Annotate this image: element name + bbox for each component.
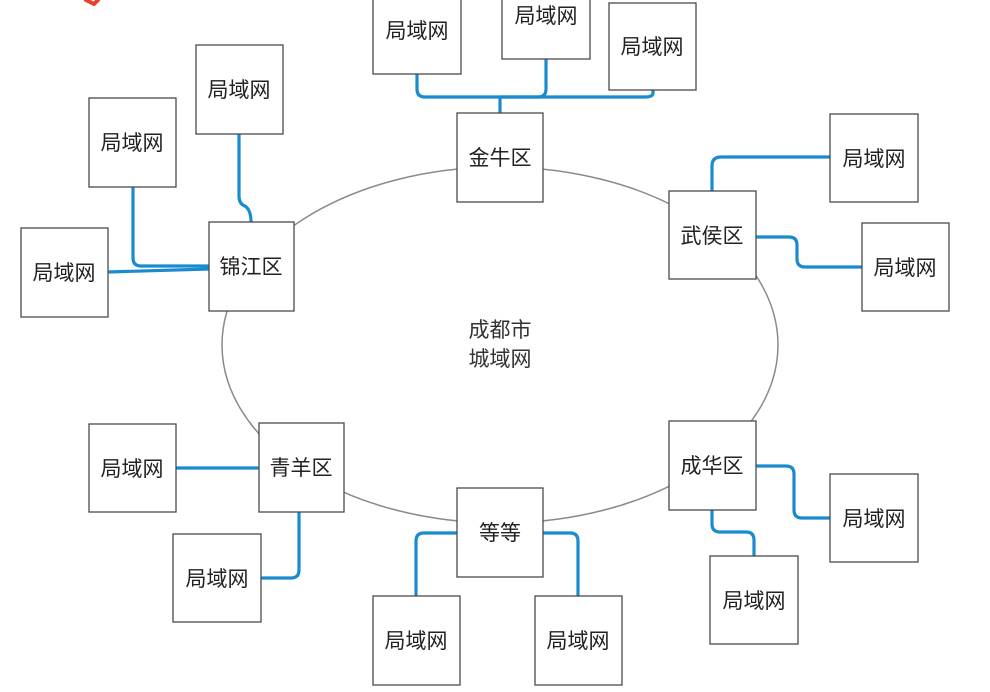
link-chenghua-lan-2: [710, 508, 756, 558]
center-label-line1: 成都市: [469, 318, 532, 342]
lan-qingyang-2: 局域网: [172, 533, 262, 623]
link-others-lan-2: [541, 531, 580, 598]
link-jinjiang-lan-1: [237, 132, 253, 224]
svg-text:局域网: 局域网: [186, 567, 249, 591]
district-jinjiang-label: 锦江区: [220, 255, 283, 279]
lan-chenghua-1: 局域网: [829, 473, 919, 563]
lan-wuhou-2: 局域网: [861, 222, 950, 312]
svg-text:局域网: 局域网: [547, 629, 610, 653]
svg-text:局域网: 局域网: [843, 507, 906, 531]
lan-jinjiang-3: 局域网: [20, 227, 109, 318]
district-jinniu: 金牛区: [456, 112, 544, 203]
link-jinjiang-lan-2: [131, 185, 211, 268]
district-others: 等等: [456, 487, 544, 578]
district-wuhou: 武侯区: [668, 190, 757, 280]
lan-jinjiang-2: 局域网: [88, 97, 177, 188]
district-qingyang-label: 青羊区: [270, 456, 333, 480]
district-jinniu-label: 金牛区: [469, 146, 532, 170]
link-jinniu-lan-2: [498, 57, 548, 99]
svg-text:局域网: 局域网: [33, 261, 96, 285]
svg-text:局域网: 局域网: [385, 629, 448, 653]
lan-chenghua-2: 局域网: [709, 555, 799, 645]
svg-text:局域网: 局域网: [515, 4, 578, 28]
district-jinjiang: 锦江区: [208, 221, 295, 312]
district-chenghua: 成华区: [668, 420, 757, 511]
svg-text:局域网: 局域网: [101, 457, 164, 481]
svg-text:局域网: 局域网: [101, 131, 164, 155]
lan-jinniu-2: 局域网: [501, 0, 591, 60]
district-others-label: 等等: [479, 521, 521, 545]
svg-text:局域网: 局域网: [386, 19, 449, 43]
svg-text:局域网: 局域网: [723, 589, 786, 613]
link-qingyang-lan-2: [259, 510, 301, 580]
lan-others-1: 局域网: [372, 595, 461, 686]
link-wuhou-lan-1: [710, 155, 832, 193]
district-wuhou-label: 武侯区: [681, 224, 744, 248]
link-jinniu-lan-1: [415, 72, 502, 115]
center-label-line2: 城域网: [469, 347, 532, 371]
lan-jinniu-1: 局域网: [372, 0, 462, 75]
svg-text:局域网: 局域网: [208, 78, 271, 102]
corner-mark: [84, 0, 100, 7]
link-chenghua-lan-1: [754, 464, 832, 520]
svg-text:局域网: 局域网: [621, 35, 684, 59]
svg-text:局域网: 局域网: [874, 256, 937, 280]
link-jinniu-lan-3: [498, 88, 655, 99]
district-qingyang: 青羊区: [258, 422, 345, 513]
link-wuhou-lan-2: [755, 235, 864, 269]
lan-jinniu-3: 局域网: [608, 2, 697, 91]
lan-wuhou-1: 局域网: [829, 113, 919, 203]
lan-others-2: 局域网: [534, 595, 623, 686]
district-chenghua-label: 成华区: [681, 454, 744, 478]
lan-jinjiang-1: 局域网: [195, 44, 284, 135]
link-others-lan-1: [414, 531, 459, 598]
lan-qingyang-1: 局域网: [88, 423, 177, 513]
svg-text:局域网: 局域网: [843, 147, 906, 171]
links: [106, 57, 864, 598]
link-jinjiang-lan-3: [106, 267, 211, 274]
